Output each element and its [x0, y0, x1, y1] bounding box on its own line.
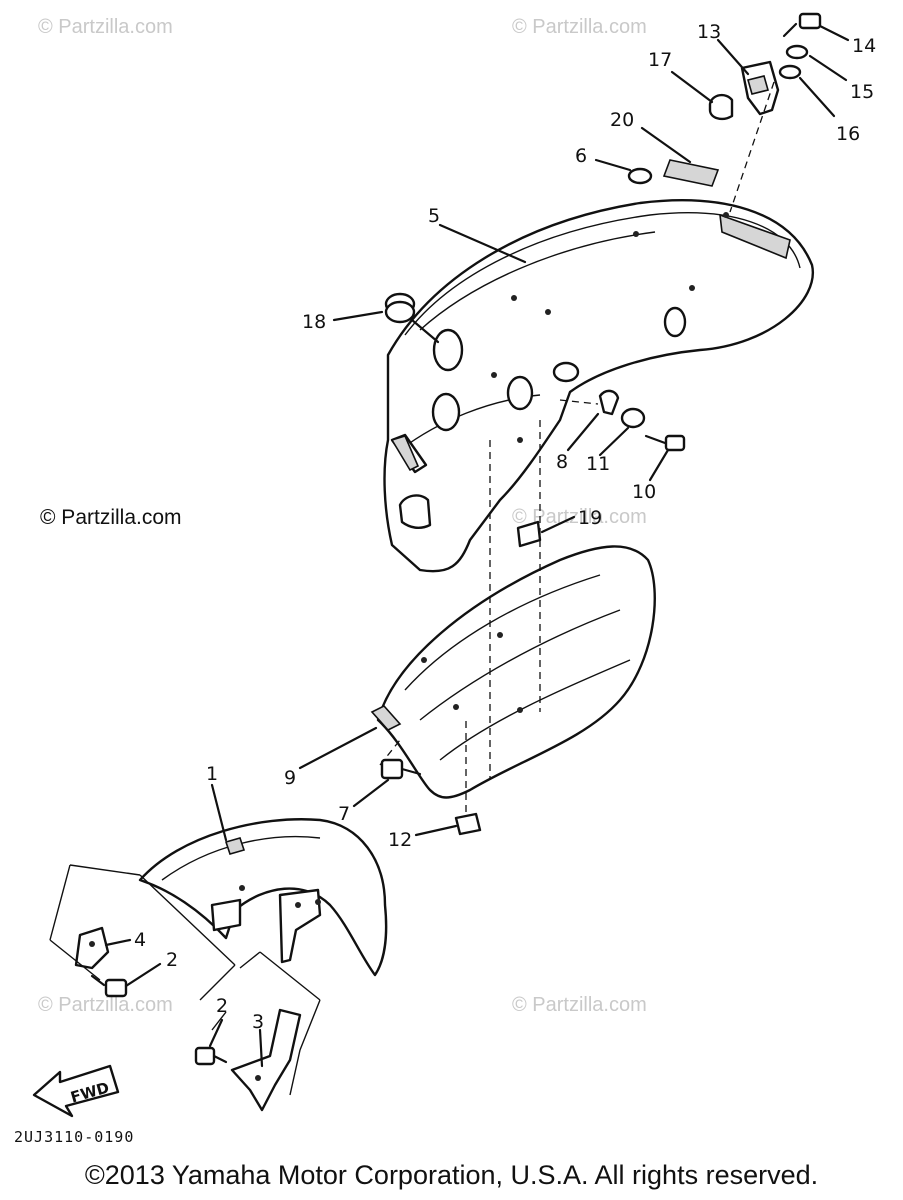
watermark-middle-left: © Partzilla.com: [40, 506, 182, 529]
callout-labels: 1 2 2 3 4 5 6 7 8 9 10 11 12 13 14 15 16…: [134, 21, 876, 1033]
diagram-code: 2UJ3110-0190: [14, 1128, 135, 1146]
callout-14: 14: [852, 35, 876, 57]
callout-12: 12: [388, 829, 412, 851]
collar-8[interactable]: [598, 389, 620, 416]
callout-5: 5: [428, 205, 440, 227]
callout-15: 15: [850, 81, 874, 103]
callout-3: 3: [252, 1011, 264, 1033]
callout-16: 16: [836, 123, 860, 145]
callout-6: 6: [575, 145, 587, 167]
callout-10: 10: [632, 481, 656, 503]
nut-12[interactable]: [454, 812, 482, 836]
washer-6[interactable]: [627, 167, 653, 185]
inner-rear-fender[interactable]: [370, 545, 656, 799]
washer-16[interactable]: [778, 64, 802, 80]
rear-fender[interactable]: [383, 199, 815, 573]
screw-10[interactable]: [644, 434, 686, 452]
callout-7: 7: [338, 803, 350, 825]
callout-11: 11: [586, 453, 610, 475]
callout-2a: 2: [166, 949, 178, 971]
watermark-middle-right: © Partzilla.com: [512, 506, 647, 528]
callout-13: 13: [697, 21, 721, 43]
copyright-notice: ©2013 Yamaha Motor Corporation, U.S.A. A…: [84, 1160, 819, 1190]
washer-15[interactable]: [785, 44, 809, 60]
washer-11[interactable]: [620, 407, 646, 429]
bracket-4[interactable]: [74, 926, 110, 970]
bracket-3[interactable]: [230, 1008, 302, 1112]
leader-lines: [104, 24, 850, 1068]
grommet-18[interactable]: [384, 292, 416, 324]
bolt-2-lower[interactable]: [194, 1046, 228, 1066]
watermark-bottom-right: © Partzilla.com: [512, 994, 647, 1016]
fwd-arrow-icon: FWD: [32, 1064, 120, 1118]
cap-nut-17[interactable]: [708, 93, 734, 121]
callout-17: 17: [648, 49, 672, 71]
callout-20: 20: [610, 109, 634, 131]
callout-1: 1: [206, 763, 218, 785]
bolt-7[interactable]: [380, 758, 422, 780]
watermark-top-left: © Partzilla.com: [38, 16, 173, 38]
callout-2b: 2: [216, 995, 228, 1017]
bolt-2-upper[interactable]: [90, 974, 128, 998]
bracket-13[interactable]: [740, 60, 780, 116]
callout-19: 19: [578, 507, 602, 529]
callout-18: 18: [302, 311, 326, 333]
callout-9: 9: [284, 767, 296, 789]
watermark-bottom-left: © Partzilla.com: [38, 994, 173, 1016]
callout-8: 8: [556, 451, 568, 473]
reflector-20[interactable]: [662, 159, 720, 187]
assembly-lines: [49, 81, 775, 1096]
collar-19[interactable]: [516, 520, 542, 548]
callout-4: 4: [134, 929, 146, 951]
front-fender[interactable]: [138, 818, 388, 977]
bolt-14[interactable]: [782, 12, 822, 38]
watermark-top-right: © Partzilla.com: [512, 16, 647, 38]
